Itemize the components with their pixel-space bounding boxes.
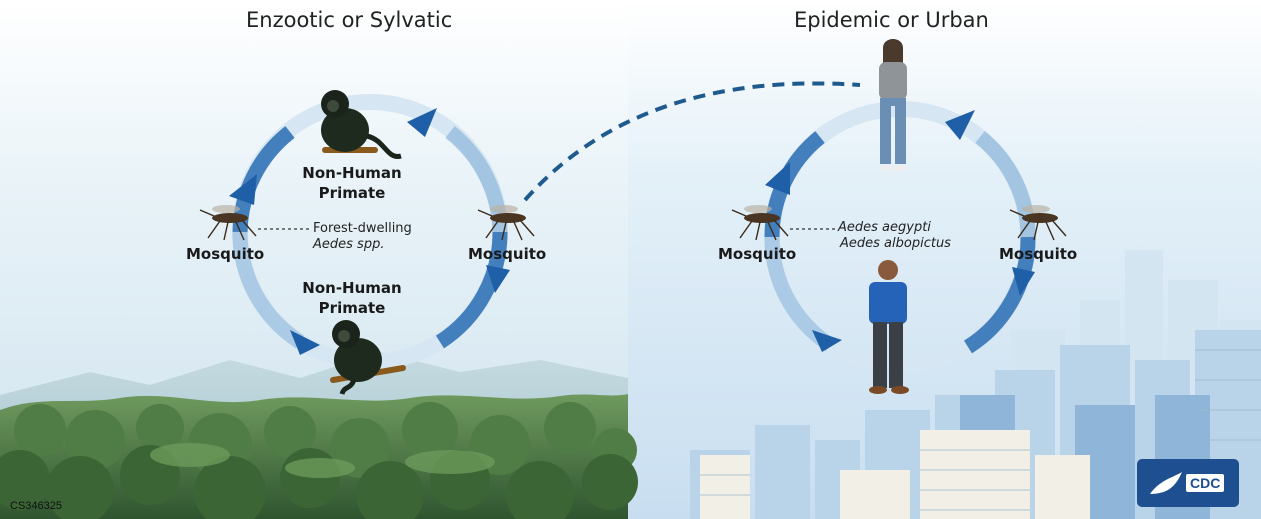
sylvatic-top-host-label: Non-Human Primate xyxy=(302,163,402,203)
sylvatic-vector-note-line1: Forest-dwelling xyxy=(313,221,412,237)
cdc-logo-text: CDC xyxy=(1186,474,1224,492)
sylvatic-title: Enzootic or Sylvatic xyxy=(246,8,452,32)
sylvatic-left-vector-label: Mosquito xyxy=(186,244,264,264)
urban-right-vector-label: Mosquito xyxy=(999,244,1077,264)
figure-code: CS346325 xyxy=(10,500,62,512)
urban-left-vector-label: Mosquito xyxy=(718,244,796,264)
urban-vector-note-line1: Aedes aegypti xyxy=(838,220,931,236)
sylvatic-vector-note-line2: Aedes spp. xyxy=(313,237,384,253)
urban-vector-note-line2: Aedes albopictus xyxy=(840,236,951,252)
urban-title: Epidemic or Urban xyxy=(794,8,989,32)
sylvatic-bottom-host-label: Non-Human Primate xyxy=(302,278,402,318)
sylvatic-right-vector-label: Mosquito xyxy=(468,244,546,264)
forest xyxy=(0,394,638,519)
